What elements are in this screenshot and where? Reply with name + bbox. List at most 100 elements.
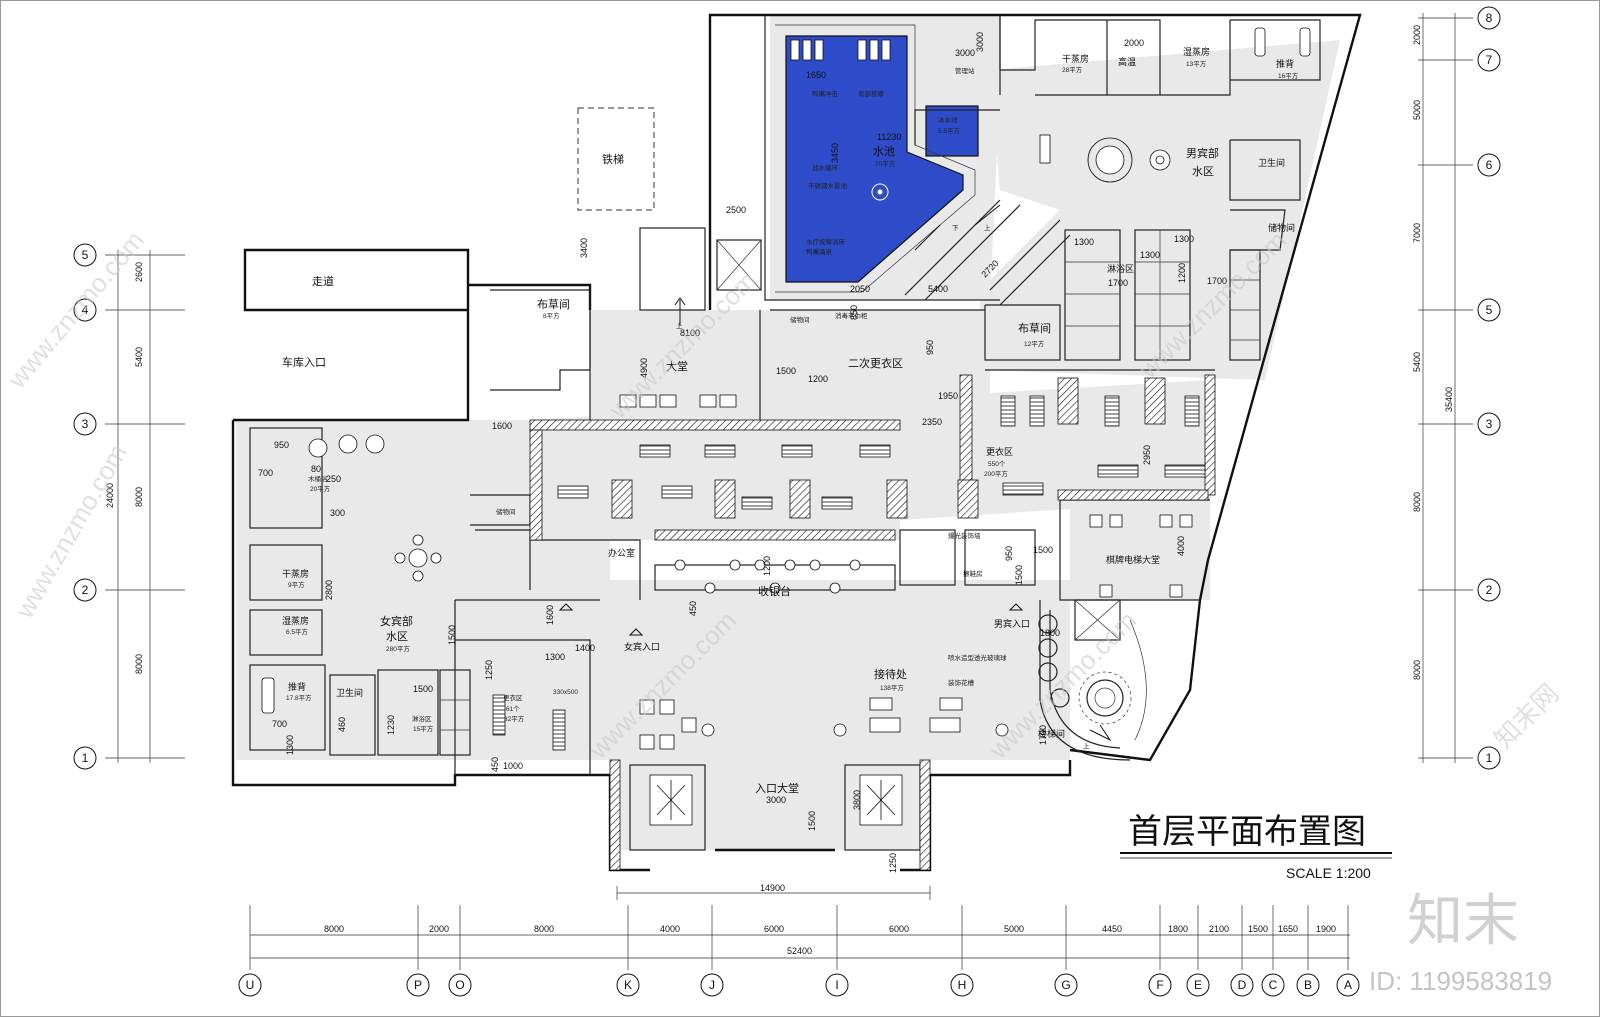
dim-1500-f: 1500 [413,684,433,694]
label-change-m: 更衣区 [986,446,1013,457]
pool-note-c: 池水循环 [812,163,839,172]
dim-1700-b: 1700 [1207,276,1227,286]
label-mens-water-2: 水区 [1192,165,1214,178]
dim-300: 300 [330,508,345,518]
grid-bottom-K: K [624,978,632,992]
dim-2350: 2350 [922,417,942,427]
grid-bottom-P: P [414,978,422,992]
pool-note-d: 不锈钢水景池 [808,181,848,190]
dim-1200-b: 1200 [1177,263,1187,283]
label-dry-w: 干蒸房 [282,568,309,579]
dim-1300-d: 1300 [545,652,565,662]
grid-right-span-5: 8000 [1412,492,1422,512]
label-womens-water-2: 水区 [386,630,408,643]
label-ding-size: 330x500 [553,689,578,696]
grid-bottom-span-8: 4450 [1102,924,1122,934]
dim-14900: 14900 [760,883,785,893]
label-cold-pool: 冰水池 [938,115,958,124]
title-block: 首层平面布置图 SCALE 1:200 [1120,813,1392,881]
grid-right-span-4: 5400 [1412,352,1422,372]
label-reception-area: 138平方 [880,683,904,692]
label-mens-wet-area: 13平方 [1186,59,1207,68]
label-massage-m: 推背 [1276,58,1294,69]
label-stair: 楼梯间 [1038,728,1065,739]
locker-benches [492,395,1206,751]
label-storage-c: 储物间 [790,315,810,324]
arrow-icons [558,204,1112,742]
dim-1800: 1800 [1040,628,1060,638]
label-change-m-area: 200平方 [984,469,1008,478]
grid-right-span-2: 5000 [1412,100,1422,120]
label-wood-bath-area: 20平方 [310,484,331,493]
dim-2500: 2500 [726,205,746,215]
label-pool: 水池 [873,145,895,158]
label-up-1: 上 [676,321,683,330]
dim-1950: 1950 [938,391,958,401]
label-change-w-area: 32平方 [504,714,525,723]
label-massage-m-area: 16平方 [1278,71,1299,80]
dim-1500-c: 1500 [1033,545,1053,555]
pool-note-b: 背部按摩 [858,89,885,98]
grid-right-7: 7 [1486,53,1493,67]
massage-bed-icons [261,27,1311,714]
pool-area [775,24,979,293]
label-office: 办公室 [608,547,635,558]
grid-bottom-B: B [1304,978,1312,992]
dim-1300-c: 1300 [1174,234,1194,244]
grid-left-3: 3 [82,417,89,431]
label-hall: 大堂 [666,359,688,373]
label-dry-w-area: 9平方 [288,580,305,589]
dim-1200-c: 1200 [762,556,772,576]
grid-right-3: 3 [1486,417,1493,431]
label-linen-m: 布草间 [1018,322,1051,335]
dim-4000: 4000 [1176,536,1186,556]
label-fountain: 喷水造型透光玻璃球 [948,653,1007,662]
grid-left-1: 1 [82,751,89,765]
dim-850: 850 [849,305,859,320]
dim-1650: 1650 [806,70,826,80]
grid-bottom-span-9: 1800 [1168,924,1188,934]
grid-bottom-span-6: 6000 [889,924,909,934]
label-toilet-m: 卫生间 [1258,157,1285,168]
dim-950-b: 950 [1004,546,1014,561]
dim-3000-c: 3000 [766,795,786,805]
label-massage-w: 推背 [288,681,306,692]
grid-bottom-O: O [455,978,464,992]
label-down: 下 [952,224,959,232]
label-pool-area: 70平方 [875,159,896,168]
dim-700: 700 [258,468,273,478]
label-linen-w: 布草间 [537,298,570,311]
label-lift: 铁梯 [602,153,624,166]
label-linen-w-area: 8平方 [543,311,560,320]
grid-right-5: 5 [1486,303,1493,317]
dim-1250-b: 1250 [888,853,898,873]
dim-4900: 4900 [639,358,649,378]
label-change-w: 更衣区 [503,693,523,702]
grid-bottom-span-7: 5000 [1004,924,1024,934]
label-wet-w: 湿蒸房 [282,615,309,626]
grid-bottom-I: I [835,978,838,992]
grid-right-total: 35400 [1444,387,1454,412]
label-garage: 车库入口 [282,355,326,369]
label-corridor: 走道 [312,274,334,288]
dim-1400: 1400 [575,643,595,653]
dim-700-b: 700 [272,719,287,729]
dim-1200-a: 1200 [808,374,828,384]
label-storage-w: 储物间 [496,507,516,516]
watermark-id: ID: 1199583819 [1369,966,1552,996]
grid-right-8: 8 [1486,11,1493,25]
grid-left-total: 24000 [105,483,115,508]
dimension-14900: 14900 [616,883,931,900]
drawing-title: 首层平面布置图 [1128,813,1366,851]
dim-2950: 2950 [1142,445,1152,465]
label-high-temp: 高温 [1118,56,1136,67]
dim-1500-a: 1500 [776,366,796,376]
label-mens-entry: 男宾入口 [994,618,1030,629]
grid-bottom-span-2: 2000 [429,924,449,934]
dim-1300-a: 1300 [1074,237,1094,247]
grid-bottom-span-11: 1500 [1248,924,1268,934]
dim-450-a: 450 [688,601,698,616]
grid-left-span-4: 8000 [134,654,144,674]
dim-3400: 3400 [579,238,589,258]
